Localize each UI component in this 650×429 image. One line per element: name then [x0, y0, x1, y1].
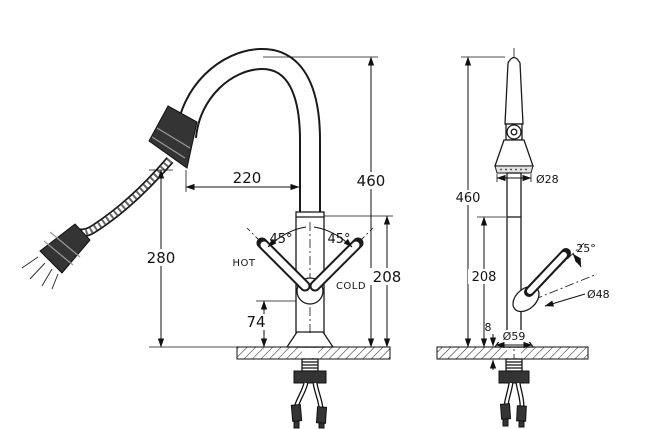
countertop-front — [236, 346, 391, 360]
spray-head-docked — [148, 105, 198, 169]
mounting-hardware-side — [498, 358, 530, 428]
pullout-hose — [72, 157, 174, 238]
dim-base-diameter: Ø59 — [503, 330, 526, 343]
dim-total-height-front: 460 — [357, 172, 386, 190]
hose-fitting — [499, 403, 512, 420]
faucet-body-side — [493, 172, 535, 348]
dim-spray-face-diameter: Ø28 — [536, 173, 559, 186]
dim-deck-thickness: 8 — [485, 321, 492, 334]
handle-levers — [246, 226, 374, 305]
spray-face-dots — [500, 168, 527, 171]
front-dimensions: 220 460 280 208 74 45° 45° HOT — [143, 56, 405, 348]
handle-side — [512, 242, 598, 313]
hose-fitting — [315, 406, 328, 424]
angle-right-label: 45° — [327, 232, 350, 247]
mounting-nut-side — [498, 370, 530, 384]
dim-spout-height: 280 — [147, 249, 176, 267]
dim-spout-reach: 220 — [233, 169, 262, 187]
spout-profile-side — [494, 56, 534, 174]
base-flare-front — [285, 331, 335, 348]
deck-hole — [507, 348, 521, 358]
side-dimensions: 460 208 Ø28 25° Ø48 8 Ø59 — [452, 56, 610, 370]
spray-face — [494, 165, 534, 174]
deck-hole — [302, 348, 318, 358]
mounting-nut-front — [293, 370, 327, 384]
angle-lever-label: 25° — [576, 242, 596, 255]
mounting-hardware-front — [290, 358, 328, 429]
front-view: 220 460 280 208 74 45° 45° HOT — [21, 48, 405, 429]
spray-lines — [21, 256, 59, 290]
dim-body-height-front: 208 — [373, 268, 402, 286]
dim-handle-diameter: Ø48 — [587, 288, 610, 301]
hose-fitting — [290, 404, 303, 422]
angle-left-label: 45° — [269, 232, 292, 247]
dim-total-height-side: 460 — [456, 191, 481, 206]
gooseneck-spout — [175, 48, 321, 218]
dim-handle-height: 74 — [246, 313, 265, 331]
spray-head-side — [494, 139, 534, 167]
spray-head-extended — [21, 223, 91, 290]
cold-label: COLD — [336, 281, 366, 292]
countertop-side — [436, 346, 589, 360]
hot-label: HOT — [233, 258, 256, 269]
side-view: 460 208 Ø28 25° Ø48 8 Ø59 — [436, 48, 610, 428]
spout-ring — [506, 124, 522, 140]
dim-body-height-side: 208 — [472, 270, 497, 285]
hose-fitting — [516, 405, 527, 422]
